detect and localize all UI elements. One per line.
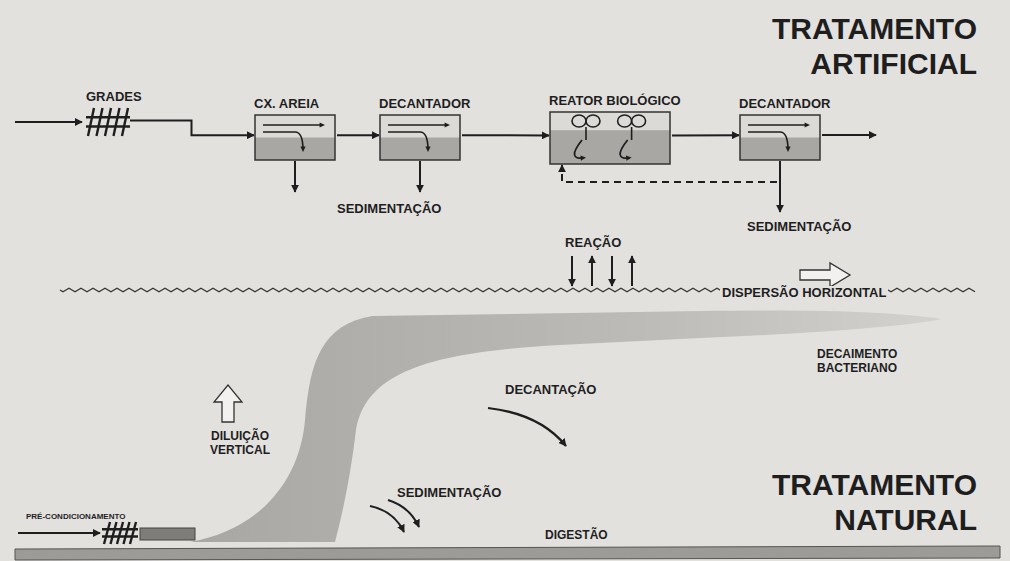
process-label: SEDIMENTAÇÃO [745, 220, 853, 235]
process-label: DILUIÇÃO VERTICAL [198, 430, 282, 458]
process-label: SEDIMENTAÇÃO [395, 486, 503, 501]
unit-heading: CX. AREIA [252, 97, 321, 111]
settling-arrow [488, 408, 566, 446]
unit-heading: REATOR BIOLÓGICO [547, 94, 683, 108]
process-label: DECANTAÇÃO [503, 383, 598, 398]
reaction-arrow [611, 256, 613, 286]
unit-outline [88, 108, 128, 136]
outfall-pipe [140, 528, 195, 540]
process-label: DECAIMENTO BACTERIANO [815, 348, 931, 376]
dispersion-arrow [800, 263, 850, 287]
unit-outline [255, 115, 335, 160]
unit-outline [740, 115, 820, 160]
tank-unit: DECANTADOR [740, 115, 820, 160]
sediment-arrow [388, 500, 419, 527]
unit-heading: DECANTADOR [737, 97, 832, 111]
screen-unit: GRADES [88, 108, 128, 136]
sediment-arrow [294, 161, 296, 192]
unit-outline [380, 115, 460, 160]
unit-heading: DECANTADOR [377, 97, 472, 111]
process-label: DIGESTÃO [543, 529, 610, 543]
process-label: SEDIMENTAÇÃO [335, 202, 443, 217]
screen-symbol [102, 522, 138, 544]
section-title: TRATAMENTO ARTIFICIAL [715, 12, 979, 81]
tank-unit: CX. AREIA [255, 115, 335, 160]
flow-arrow [462, 134, 549, 136]
flow-arrow [672, 134, 739, 136]
inflow-arrow [18, 532, 100, 534]
reactor-unit: REATOR BIOLÓGICO [550, 112, 670, 164]
reaction-arrow [571, 256, 573, 286]
flow-arrow [337, 134, 379, 136]
unit-heading: GRADES [84, 90, 144, 104]
process-label: REAÇÃO [563, 236, 623, 251]
inflow-arrow [15, 121, 82, 123]
process-label: PRÉ-CONDICIONAMENTO [24, 512, 127, 521]
sediment-arrow [419, 161, 421, 192]
sediment-arrow [779, 161, 781, 212]
tank-unit: DECANTADOR [380, 115, 460, 160]
process-label: DISPERSÃO HORIZONTAL [720, 286, 888, 301]
reaction-arrow [631, 256, 633, 286]
unit-outline [550, 112, 670, 164]
reaction-arrow [591, 256, 593, 286]
outflow-arrow [822, 134, 876, 136]
sediment-arrow [370, 506, 404, 532]
dilution-arrow [214, 385, 242, 422]
section-title: TRATAMENTO NATURAL [715, 468, 979, 537]
seabed [15, 546, 1000, 560]
flow-arrow [130, 121, 254, 136]
